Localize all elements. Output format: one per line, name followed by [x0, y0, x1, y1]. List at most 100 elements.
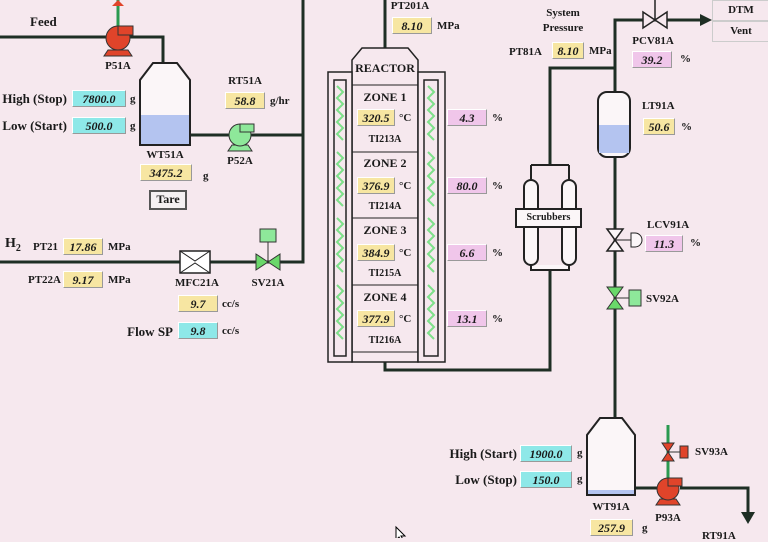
pt201a-value: 8.10	[392, 17, 432, 34]
dtm-outlet-button[interactable]: DTM	[712, 0, 768, 21]
feed-pipe	[0, 35, 165, 63]
vessel-lt91a-icon	[597, 91, 631, 158]
feed-label: Feed	[30, 14, 57, 29]
wt51a-value: 3475.2	[140, 164, 192, 181]
wt91a-value: 257.9	[590, 519, 633, 536]
lt91a-value: 50.6	[643, 118, 675, 135]
unit: g	[203, 170, 209, 182]
mfc21a-label: MFC21A	[175, 277, 219, 289]
zone-4-temp: 377.9	[357, 310, 395, 327]
rt51a-label: RT51A	[228, 75, 262, 87]
wt91-low-setpoint[interactable]: 150.0	[520, 471, 572, 488]
p51a-label: P51A	[105, 60, 131, 72]
wt91-high-setpoint[interactable]: 1900.0	[520, 445, 572, 462]
zone-4-output: 13.1	[447, 310, 487, 327]
unit: %	[681, 121, 692, 133]
rt51a-value: 58.8	[225, 92, 265, 109]
h2-label: H2	[5, 236, 21, 254]
pcv81a-value: 39.2	[632, 51, 672, 68]
sv93a-label: SV93A	[695, 446, 729, 458]
reactor-icon	[327, 47, 446, 363]
p93-outlet-pipe	[680, 486, 750, 515]
zone-1-label: ZONE 1	[363, 90, 407, 104]
system-pressure-label-1: System	[546, 7, 580, 19]
pt81a-label: PT81A	[509, 46, 542, 58]
zone-3-output: 6.6	[447, 244, 487, 261]
wt51-low-label: Low (Start)	[2, 118, 67, 133]
valve-sv92a-icon	[606, 286, 642, 310]
tank-wt91a-icon	[586, 417, 636, 496]
pcv81a-label: PCV81A	[632, 35, 674, 47]
unit: g	[130, 93, 136, 105]
zone-2-output: 80.0	[447, 177, 487, 194]
unit: %	[680, 53, 691, 65]
tank-wt51a-icon	[139, 62, 191, 146]
zone-4-label: ZONE 4	[363, 290, 407, 304]
rt91a-label: RT91A	[702, 530, 736, 542]
unit: MPa	[437, 20, 460, 32]
pt21-label: PT21	[33, 241, 59, 253]
zone-2-temp: 376.9	[357, 177, 395, 194]
unit: g	[642, 522, 648, 534]
wt51-high-label: High (Stop)	[2, 91, 67, 106]
mfc21a-icon	[179, 250, 211, 274]
lt91a-label: LT91A	[642, 100, 675, 112]
unit: °C	[399, 112, 412, 124]
wt91-low-label: Low (Stop)	[455, 472, 517, 487]
wt51-low-setpoint[interactable]: 500.0	[72, 117, 126, 134]
wt91a-label: WT91A	[592, 501, 630, 513]
unit: cc/s	[222, 325, 240, 337]
lcv91a-value: 11.3	[645, 235, 683, 252]
zone-2-label: ZONE 2	[363, 156, 407, 170]
valve-sv93a-icon	[661, 442, 689, 462]
zone-3-temp: 384.9	[357, 244, 395, 261]
pump-p52a-icon	[227, 123, 255, 152]
vent-outlet-button[interactable]: Vent	[712, 21, 768, 42]
zone-1-tag: TI213A	[368, 134, 402, 145]
unit: °C	[399, 313, 412, 325]
unit: °C	[399, 247, 412, 259]
zone-3-tag: TI215A	[368, 268, 402, 279]
p93a-label: P93A	[655, 512, 681, 524]
valve-pcv81a-icon	[642, 0, 668, 30]
unit: g	[577, 473, 583, 485]
p52a-label: P52A	[227, 155, 253, 167]
h2-pipe	[0, 0, 305, 264]
flow-sp-setpoint[interactable]: 9.8	[178, 322, 218, 339]
unit: MPa	[108, 274, 131, 286]
pt22a-label: PT22A	[28, 274, 61, 286]
pt81a-value: 8.10	[552, 42, 584, 59]
unit: %	[492, 313, 503, 325]
reactor-title: REACTOR	[355, 61, 415, 75]
unit: g	[577, 447, 583, 459]
valve-lcv91a-icon	[605, 228, 643, 252]
unit: g	[130, 120, 136, 132]
zone-1-output: 4.3	[447, 109, 487, 126]
pt21-value: 17.86	[63, 238, 103, 255]
pt22a-value: 9.17	[63, 271, 103, 288]
unit: g/hr	[270, 95, 290, 107]
zone-4-tag: TI216A	[368, 335, 402, 346]
pump-p51a-icon	[103, 25, 134, 57]
unit: MPa	[108, 241, 131, 253]
unit: MPa	[589, 45, 612, 57]
wt91-high-label: High (Start)	[449, 446, 517, 461]
unit: %	[492, 112, 503, 124]
mouse-cursor-icon	[395, 525, 407, 538]
pump-p93a-icon	[655, 477, 683, 506]
tare-button[interactable]: Tare	[149, 190, 187, 210]
lcv91a-label: LCV91A	[647, 219, 690, 231]
zone-2-tag: TI214A	[368, 201, 402, 212]
sv92a-label: SV92A	[646, 293, 680, 305]
unit: °C	[399, 180, 412, 192]
scrubbers-label: Scrubbers	[515, 208, 582, 228]
zone-3-label: ZONE 3	[363, 223, 407, 237]
valve-sv21a-icon	[255, 228, 281, 271]
unit: %	[492, 247, 503, 259]
wt51-high-setpoint[interactable]: 7800.0	[72, 90, 126, 107]
unit: %	[690, 237, 701, 249]
unit: %	[492, 180, 503, 192]
pt201a-label: PT201A	[390, 0, 430, 12]
unit: cc/s	[222, 298, 240, 310]
